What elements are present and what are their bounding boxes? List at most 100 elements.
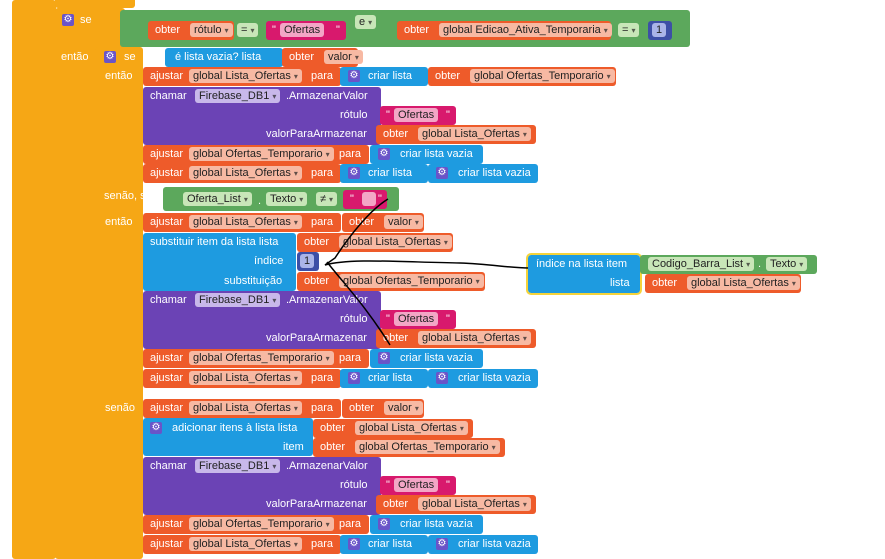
- get-label: obter: [383, 498, 409, 510]
- variable-dropdown[interactable]: global Lista_Ofertas▾: [189, 166, 302, 180]
- gear-icon[interactable]: ⚙: [378, 352, 390, 364]
- dropdown-value: Ofertas: [398, 109, 435, 121]
- chevron-down-icon: ▾: [272, 92, 277, 101]
- string-value[interactable]: Ofertas: [280, 23, 325, 37]
- dropdown-value: global Lista_Ofertas: [193, 167, 291, 179]
- variable-dropdown[interactable]: global Lista_Ofertas▾: [189, 401, 302, 415]
- operator-dropdown[interactable]: ≠▾: [316, 192, 338, 206]
- dropdown-value: global Lista_Ofertas: [193, 70, 291, 82]
- create-list-block[interactable]: [340, 369, 428, 388]
- component-dropdown[interactable]: Oferta_List▾: [183, 192, 252, 206]
- variable-dropdown[interactable]: valor▾: [324, 50, 363, 64]
- get-label: obter: [349, 216, 375, 228]
- is-list-empty-block[interactable]: [165, 48, 283, 67]
- dropdown-value: Texto: [270, 193, 297, 205]
- variable-dropdown[interactable]: rótulo▾: [190, 23, 233, 37]
- operator-dropdown[interactable]: =▾: [618, 23, 640, 37]
- variable-dropdown[interactable]: global Lista_Ofertas▾: [687, 276, 800, 290]
- gear-icon[interactable]: ⚙: [436, 538, 448, 550]
- variable-dropdown[interactable]: global Lista_Ofertas▾: [418, 127, 531, 141]
- empty-string-value[interactable]: [362, 192, 376, 206]
- variable-dropdown[interactable]: valor▾: [384, 401, 423, 415]
- number-value[interactable]: 1: [652, 23, 667, 37]
- method-label: .ArmazenarValor: [286, 90, 368, 102]
- chevron-down-icon: ▾: [325, 354, 330, 363]
- inner-if-block[interactable]: [95, 47, 143, 559]
- outer-top[interactable]: [55, 0, 135, 8]
- variable-dropdown[interactable]: global Lista_Ofertas▾: [189, 215, 302, 229]
- create-list-block[interactable]: [340, 535, 428, 554]
- create-list-block[interactable]: [340, 67, 428, 86]
- variable-dropdown[interactable]: global Ofertas_Temporario▾: [355, 440, 500, 454]
- number-value[interactable]: 1: [300, 254, 315, 268]
- variable-dropdown[interactable]: global Lista_Ofertas▾: [189, 69, 302, 83]
- gear-icon[interactable]: ⚙: [62, 14, 74, 26]
- gear-icon[interactable]: ⚙: [348, 70, 360, 82]
- chevron-down-icon: ▾: [746, 260, 751, 269]
- gear-icon[interactable]: ⚙: [348, 538, 360, 550]
- operator-dropdown[interactable]: e▾: [355, 15, 377, 29]
- variable-dropdown[interactable]: global Ofertas_Temporario▾: [189, 517, 334, 531]
- string-value[interactable]: Ofertas: [394, 478, 439, 492]
- to-label: para: [311, 372, 334, 384]
- index-in-list-block[interactable]: [526, 253, 642, 295]
- operator-dropdown[interactable]: =▾: [237, 23, 259, 37]
- variable-dropdown[interactable]: global Ofertas_Temporario▾: [189, 351, 334, 365]
- chevron-down-icon: ▾: [293, 218, 298, 227]
- get-label: obter: [383, 332, 409, 344]
- get-label: obter: [404, 24, 430, 36]
- gear-icon[interactable]: ⚙: [378, 148, 390, 160]
- variable-dropdown[interactable]: global Ofertas_Temporario▾: [470, 69, 615, 83]
- create-empty-list-block[interactable]: [428, 164, 538, 183]
- chevron-down-icon: ▾: [603, 26, 608, 35]
- variable-dropdown[interactable]: global Lista_Ofertas▾: [418, 331, 531, 345]
- variable-dropdown[interactable]: valor▾: [384, 215, 423, 229]
- string-value[interactable]: Ofertas: [394, 108, 439, 122]
- gear-icon[interactable]: ⚙: [150, 422, 162, 434]
- create-empty-list-block[interactable]: [428, 535, 538, 554]
- property-dropdown[interactable]: Texto▾: [266, 192, 308, 206]
- variable-dropdown[interactable]: global Edicao_Ativa_Temporaria▾: [439, 23, 612, 37]
- create-list-block[interactable]: [340, 164, 428, 183]
- value-label: valorParaArmazenar: [266, 128, 367, 140]
- gear-icon[interactable]: ⚙: [348, 167, 360, 179]
- variable-dropdown[interactable]: global Ofertas_Temporario▾: [339, 274, 484, 288]
- set-label: ajustar: [150, 70, 184, 82]
- component-dropdown[interactable]: Firebase_DB1▾: [195, 293, 281, 307]
- variable-dropdown[interactable]: global Lista_Ofertas▾: [189, 537, 302, 551]
- component-dropdown[interactable]: Firebase_DB1▾: [195, 459, 281, 473]
- create-empty-list-block[interactable]: [370, 145, 483, 164]
- chevron-down-icon: ▾: [354, 53, 359, 62]
- chevron-down-icon: ▾: [272, 296, 277, 305]
- component-dropdown[interactable]: Codigo_Barra_List▾: [648, 257, 755, 271]
- dropdown-value: Ofertas: [284, 24, 321, 36]
- variable-dropdown[interactable]: global Lista_Ofertas▾: [418, 497, 531, 511]
- to-label: para: [311, 402, 334, 414]
- component-dropdown[interactable]: Firebase_DB1▾: [195, 89, 281, 103]
- variable-dropdown[interactable]: global Lista_Ofertas▾: [189, 371, 302, 385]
- gear-icon[interactable]: ⚙: [348, 372, 360, 384]
- create-empty-list-block[interactable]: [370, 515, 483, 534]
- variable-dropdown[interactable]: global Lista_Ofertas▾: [339, 235, 452, 249]
- create-empty-list-block[interactable]: [428, 369, 538, 388]
- gear-icon[interactable]: ⚙: [436, 167, 448, 179]
- call-label: chamar: [150, 460, 187, 472]
- create-empty-list-block[interactable]: [370, 349, 483, 368]
- gear-icon[interactable]: ⚙: [436, 372, 448, 384]
- variable-dropdown[interactable]: global Ofertas_Temporario▾: [189, 147, 334, 161]
- chevron-down-icon: ▾: [475, 277, 480, 286]
- string-value[interactable]: Ofertas: [394, 312, 439, 326]
- add-items-to-list-block[interactable]: [143, 418, 313, 456]
- gear-icon[interactable]: ⚙: [378, 518, 390, 530]
- replace-label: substituir item da lista lista: [150, 236, 279, 248]
- dropdown-value: global Ofertas_Temporario: [474, 70, 604, 82]
- property-dropdown[interactable]: Texto▾: [766, 257, 808, 271]
- create-empty-list-label: criar lista vazia: [400, 518, 473, 530]
- gear-icon[interactable]: ⚙: [104, 51, 116, 63]
- dropdown-value: Ofertas: [398, 313, 435, 325]
- set-label: ajustar: [150, 372, 184, 384]
- variable-dropdown[interactable]: global Lista_Ofertas▾: [355, 421, 468, 435]
- method-label: .ArmazenarValor: [286, 460, 368, 472]
- replace-list-item-block[interactable]: [143, 233, 296, 291]
- outer-event-block[interactable]: [12, 0, 56, 559]
